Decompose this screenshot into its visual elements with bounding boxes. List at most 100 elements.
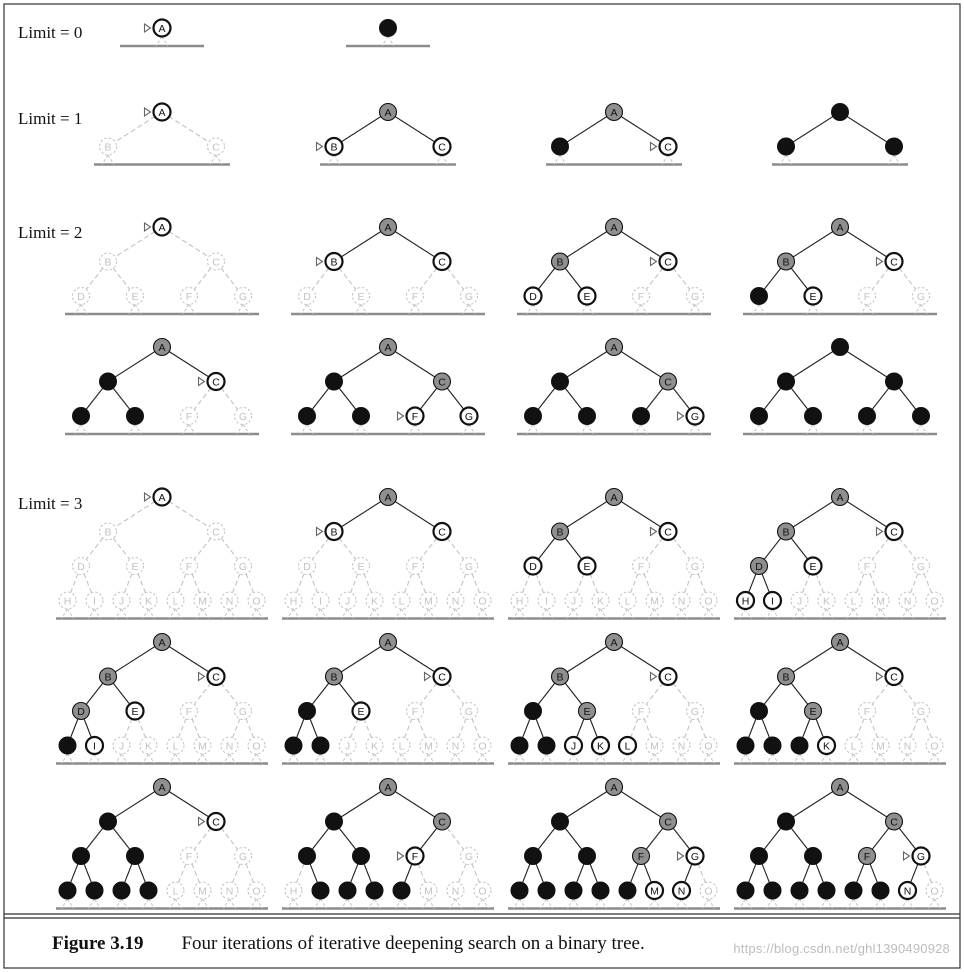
panel-22-node-label-M: M xyxy=(198,886,207,898)
panel-19-node-O xyxy=(473,736,492,755)
panel-20-node-B xyxy=(550,667,570,686)
panel-17-stub-r-N xyxy=(907,608,914,619)
panel-15-stub-l-L xyxy=(395,608,402,619)
panel-4-stub-l-C xyxy=(661,154,669,165)
panel-22-node-J xyxy=(112,881,131,900)
panel-14-node-label-H: H xyxy=(64,596,72,608)
panel-12-stub-l-G xyxy=(688,424,696,435)
panel-21-node-label-N: N xyxy=(904,741,912,753)
panel-24-stub-l-H xyxy=(513,898,520,909)
panel-13-stub-l-E xyxy=(806,424,814,435)
panel-19-stub-l-O xyxy=(476,753,483,764)
panel-20-node-label-J: J xyxy=(571,741,576,753)
panel-5-stub-r-C xyxy=(893,154,901,165)
panel-2-edge-C xyxy=(161,111,217,147)
panel-2-edge-B xyxy=(107,111,163,147)
panel-25-node-N xyxy=(897,880,918,901)
panel-20-node-G xyxy=(686,702,704,720)
panel-18-node-H xyxy=(58,736,77,755)
panel-18-pointer-icon xyxy=(197,671,206,682)
panel-22-node-G xyxy=(234,847,252,865)
panel-25-stub-l-L xyxy=(847,898,854,909)
panel-16-stub-l-L xyxy=(621,608,628,619)
panel-11-stub-l-F xyxy=(408,424,416,435)
panel-18-stub-l-I xyxy=(88,753,95,764)
panel-6-node-label-C: C xyxy=(212,257,220,269)
panel-20-node-F xyxy=(632,702,650,720)
panel-21-stub-r-L xyxy=(853,753,860,764)
panel-20-stub-l-L xyxy=(621,753,628,764)
panel-23-node-N xyxy=(446,881,465,900)
panel-4-node-B xyxy=(551,137,569,156)
panel-15-node-label-D: D xyxy=(303,561,311,573)
panel-17-pointer-icon xyxy=(875,526,884,537)
panel-6-edge-C xyxy=(161,226,217,262)
panel-22-node-D xyxy=(72,847,90,865)
panel-15-edge-L xyxy=(400,565,416,601)
panel-15-stub-r-M xyxy=(428,608,435,619)
panel-21-node-M xyxy=(871,736,890,755)
panel-16-edge-C xyxy=(613,496,669,532)
panel-17-node-label-M: M xyxy=(876,596,885,608)
panel-22-edge-L xyxy=(174,855,190,891)
panel-10-stub-r-G xyxy=(242,424,250,435)
panel-22-edge-C xyxy=(161,786,217,822)
panel-5-stub-r-B xyxy=(785,154,793,165)
panel-23-node-B xyxy=(325,812,343,831)
panel-17-node-J xyxy=(790,591,809,610)
panel-0-stub-l-A xyxy=(155,36,163,47)
panel-18-edge-B xyxy=(107,641,163,677)
panel-8-node-label-F: F xyxy=(638,291,644,303)
panel-9-node-label-A: A xyxy=(836,222,843,234)
panel-17-edge-M xyxy=(866,565,882,601)
panel-21-node-G xyxy=(912,702,930,720)
panel-24-node-B xyxy=(551,812,569,831)
panel-19-stub-r-N xyxy=(455,753,462,764)
panel-15-node-B xyxy=(324,521,344,542)
panel-24-node-I xyxy=(537,881,556,900)
panel-19-stub-l-L xyxy=(395,753,402,764)
panel-15-edge-H xyxy=(292,565,308,601)
panel-22-node-label-A: A xyxy=(158,782,165,794)
panel-14-node-G xyxy=(234,557,252,575)
panel-8-edge-B xyxy=(559,226,615,262)
panel-7-stub-r-D xyxy=(306,304,314,315)
panel-17-node-L xyxy=(844,591,863,610)
panel-18-node-C xyxy=(206,666,226,687)
panel-24-node-K xyxy=(591,881,610,900)
panel-15-node-N xyxy=(446,591,465,610)
panel-23-stub-r-I xyxy=(320,898,327,909)
panel-21-stub-r-J xyxy=(799,753,806,764)
panel-18-stub-r-K xyxy=(148,753,155,764)
panel-22-node-L xyxy=(166,881,185,900)
panel-20-stub-r-I xyxy=(546,753,553,764)
panel-9-stub-r-D xyxy=(758,304,766,315)
panel-21-node-label-B: B xyxy=(782,672,789,684)
panel-17-node-label-O: O xyxy=(930,596,938,608)
panel-19-node-C xyxy=(432,666,452,687)
panel-10-node-G xyxy=(234,407,252,425)
panel-19-edge-M xyxy=(414,710,430,746)
panel-14-node-label-L: L xyxy=(173,596,179,608)
panel-13-stub-r-F xyxy=(866,424,874,435)
panel-16-edge-I xyxy=(532,565,548,601)
panel-22-stub-l-O xyxy=(250,898,257,909)
panel-21-stub-l-O xyxy=(928,753,935,764)
panel-11-edge-B xyxy=(333,346,389,382)
panel-6-node-label-E: E xyxy=(131,291,138,303)
panel-19-stub-l-J xyxy=(341,753,348,764)
panel-11-node-B xyxy=(325,372,343,391)
panel-15-node-L xyxy=(392,591,411,610)
panel-14-node-B xyxy=(99,522,117,541)
panel-10-node-label-C: C xyxy=(212,377,220,389)
panel-14-node-label-K: K xyxy=(145,596,152,608)
panel-25-stub-l-M xyxy=(874,898,881,909)
panel-21-node-L xyxy=(844,736,863,755)
panel-24-node-H xyxy=(510,881,529,900)
panel-25-node-label-N: N xyxy=(904,886,912,898)
panel-15-node-A xyxy=(378,487,398,507)
panel-21-stub-r-O xyxy=(934,753,941,764)
panel-19-node-N xyxy=(446,736,465,755)
panel-25-node-label-F: F xyxy=(864,851,870,863)
panel-18-node-J xyxy=(112,736,131,755)
